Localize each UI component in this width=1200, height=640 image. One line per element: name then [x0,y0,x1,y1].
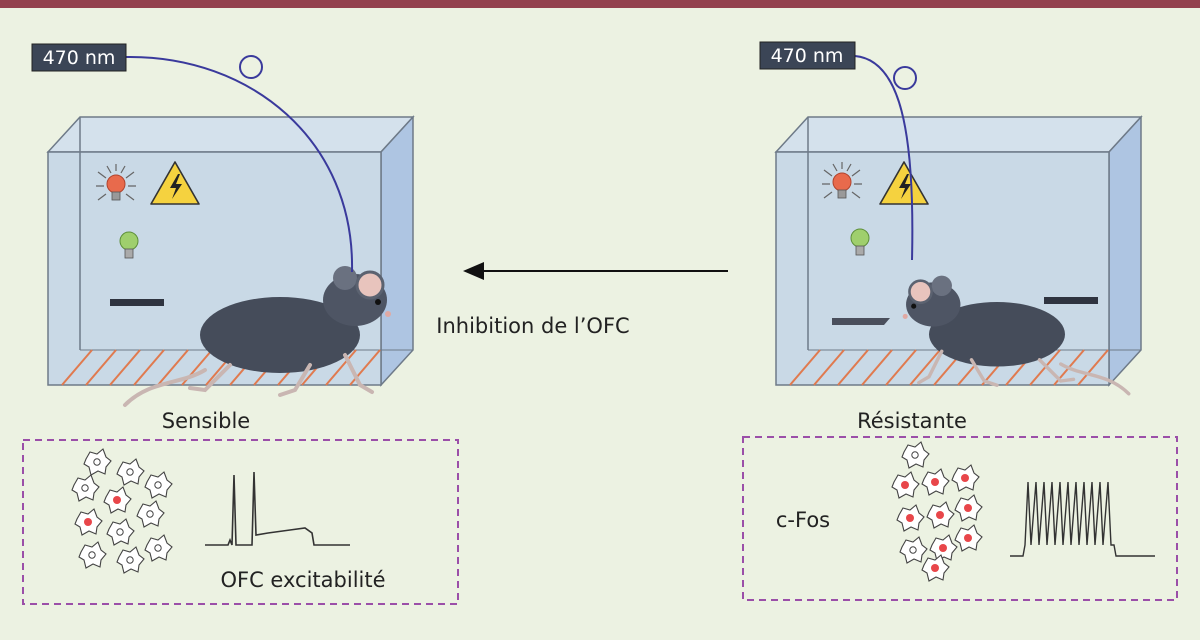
right-panel: c-Fos [742,436,1178,601]
right-chamber: 470 nm [759,41,1143,396]
neuron-nuclei-left [81,458,162,564]
lever-right-pressed [832,318,890,325]
fiber-loop-right [893,66,917,90]
laser-left-box [31,43,127,72]
spike-trace-left [205,471,350,546]
cfos-nuclei-left [84,496,121,526]
neuron-nuclei-right [909,451,919,554]
laser-right-label: 470 nm [771,45,844,67]
condition-left-label: Sensible [162,409,250,433]
left-panel: OFC excitabilité [22,439,459,605]
top-bar [0,0,1200,8]
lever-left [110,299,164,306]
laser-left-label: 470 nm [43,47,116,69]
left-panel-label: OFC excitabilité [220,568,385,592]
optic-fiber-right [854,55,914,261]
left-chamber: 470 nm [31,43,415,407]
lever-right [1044,297,1098,304]
cfos-nuclei-right [901,474,972,572]
right-panel-label: c-Fos [776,508,830,532]
condition-right-label: Résistante [857,409,967,433]
inhibition-arrow [463,262,728,280]
spike-trace-right [1010,481,1155,557]
optic-fiber-left [125,55,354,273]
fiber-loop-left [239,55,263,79]
neuron-cluster-left [71,448,173,574]
laser-right-box [759,41,856,70]
arrow-label: Inhibition de l’OFC [436,314,629,338]
